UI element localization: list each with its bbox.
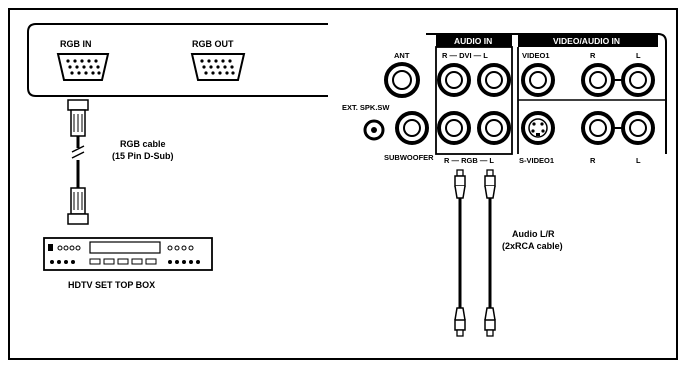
subwoofer-port xyxy=(395,111,429,145)
set-top-box xyxy=(43,237,213,271)
dvi-audio-r-jack xyxy=(437,63,471,97)
video1-r-jack xyxy=(581,63,615,97)
ant-label: ANT xyxy=(394,51,410,60)
svideo1-port xyxy=(521,111,555,145)
set-top-box-label: HDTV SET TOP BOX xyxy=(68,280,155,290)
l-label-top: L xyxy=(636,51,641,60)
diagram-border xyxy=(8,8,678,360)
tv-rear-panel: AUDIO IN VIDEO/AUDIO IN R — DVI — L R — … xyxy=(342,33,667,165)
rgb-in-port xyxy=(56,53,110,81)
rgb-audio-r-jack xyxy=(437,111,471,145)
audio-in-header: AUDIO IN xyxy=(454,36,492,46)
audio-rca-cable xyxy=(454,169,496,337)
video1-jack xyxy=(521,63,555,97)
l-label-bottom: L xyxy=(636,156,641,165)
rgb-cable-label-line1: RGB cable xyxy=(120,139,166,149)
rgb-out-port xyxy=(190,53,246,81)
dvi-audio-l-jack xyxy=(477,63,511,97)
subwoofer-label: SUBWOOFER xyxy=(384,153,434,162)
ext-spk-switch xyxy=(363,119,385,141)
rgb-cable xyxy=(67,99,89,225)
svideo1-r-jack xyxy=(581,111,615,145)
rgb-cable-label-line2: (15 Pin D-Sub) xyxy=(112,151,174,161)
audio-in-header-bar xyxy=(436,34,512,47)
connection-diagram: RGB IN RGB OUT xyxy=(8,8,678,360)
video1-label: VIDEO1 xyxy=(522,51,550,60)
rgb-panel: RGB IN RGB OUT xyxy=(27,23,328,97)
dvi-row-label: R — DVI — L xyxy=(442,51,488,60)
rgb-in-label: RGB IN xyxy=(60,39,92,49)
rgb-out-label: RGB OUT xyxy=(192,39,234,49)
rgb-audio-l-jack xyxy=(477,111,511,145)
r-label-top: R xyxy=(590,51,596,60)
svideo1-label: S-VIDEO1 xyxy=(519,156,554,165)
video-audio-in-header-bar xyxy=(518,34,658,47)
video1-l-jack xyxy=(621,63,655,97)
video-audio-in-header: VIDEO/AUDIO IN xyxy=(553,36,620,46)
ext-spk-sw-label: EXT. SPK.SW xyxy=(342,103,390,112)
svideo1-l-jack xyxy=(621,111,655,145)
rgb-row-label: R — RGB — L xyxy=(444,156,494,165)
r-label-bottom: R xyxy=(590,156,596,165)
audio-cable-label-line1: Audio L/R xyxy=(512,229,555,239)
ant-port xyxy=(384,62,420,98)
audio-cable-label-line2: (2xRCA cable) xyxy=(502,241,563,251)
